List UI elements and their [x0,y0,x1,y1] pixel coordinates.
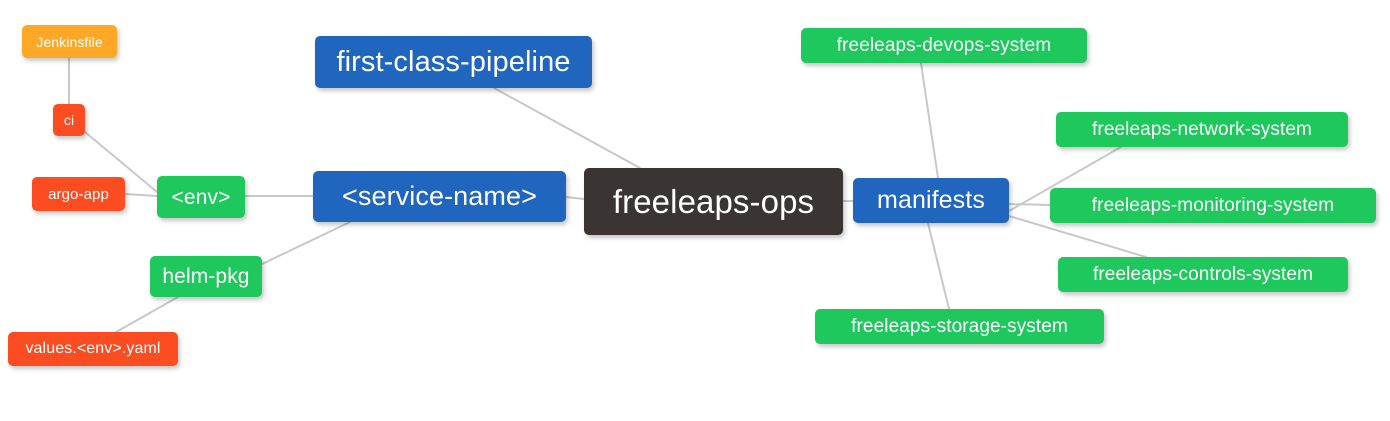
node-label-freeleaps-controls-system: freeleaps-controls-system [1092,264,1314,285]
node-label-manifests: manifests [877,186,985,214]
node-label-helm-pkg: helm-pkg [162,265,250,288]
node-label-freeleaps-ops: freeleaps-ops [612,183,815,220]
node-freeleaps-devops-system[interactable]: freeleaps-devops-system [801,28,1087,63]
node-label-env: <env> [171,185,231,209]
edge-manifests-to-freeleaps-devops-system [920,62,939,179]
node-jenkinsfile[interactable]: Jenkinsfile [22,25,117,58]
edge-first-class-pipeline-to-freeleaps-ops [493,87,641,169]
edge-argo-app-to-env [124,193,158,197]
node-label-first-class-pipeline: first-class-pipeline [336,45,571,78]
node-label-argo-app: argo-app [48,185,109,203]
edge-manifests-to-freeleaps-storage-system [927,222,950,310]
node-freeleaps-network-system[interactable]: freeleaps-network-system [1056,112,1348,147]
node-freeleaps-ops[interactable]: freeleaps-ops [584,168,843,235]
node-ci[interactable]: ci [53,104,85,136]
node-label-freeleaps-storage-system: freeleaps-storage-system [851,316,1068,337]
node-label-ci: ci [63,112,75,128]
node-label-values-yaml: values.<env>.yaml [25,340,161,357]
edge-service-name-to-freeleaps-ops [565,196,585,200]
node-label-freeleaps-network-system: freeleaps-network-system [1092,119,1312,140]
node-manifests[interactable]: manifests [853,178,1009,223]
node-helm-pkg[interactable]: helm-pkg [150,256,262,297]
node-freeleaps-controls-system[interactable]: freeleaps-controls-system [1058,257,1348,292]
edge-helm-pkg-to-values-yaml [115,296,179,333]
edge-manifests-to-freeleaps-monitoring-system [1008,203,1051,206]
node-env[interactable]: <env> [157,176,245,218]
node-label-jenkinsfile: Jenkinsfile [36,33,103,50]
node-values-yaml[interactable]: values.<env>.yaml [8,332,178,366]
node-label-freeleaps-monitoring-system: freeleaps-monitoring-system [1091,195,1335,216]
node-service-name[interactable]: <service-name> [313,171,566,222]
node-label-service-name: <service-name> [342,181,537,211]
node-freeleaps-storage-system[interactable]: freeleaps-storage-system [815,309,1104,344]
edge-service-name-to-helm-pkg [261,221,351,265]
node-label-freeleaps-devops-system: freeleaps-devops-system [836,35,1052,56]
node-freeleaps-monitoring-system[interactable]: freeleaps-monitoring-system [1050,188,1376,223]
node-first-class-pipeline[interactable]: first-class-pipeline [315,36,592,88]
node-argo-app[interactable]: argo-app [32,177,125,211]
